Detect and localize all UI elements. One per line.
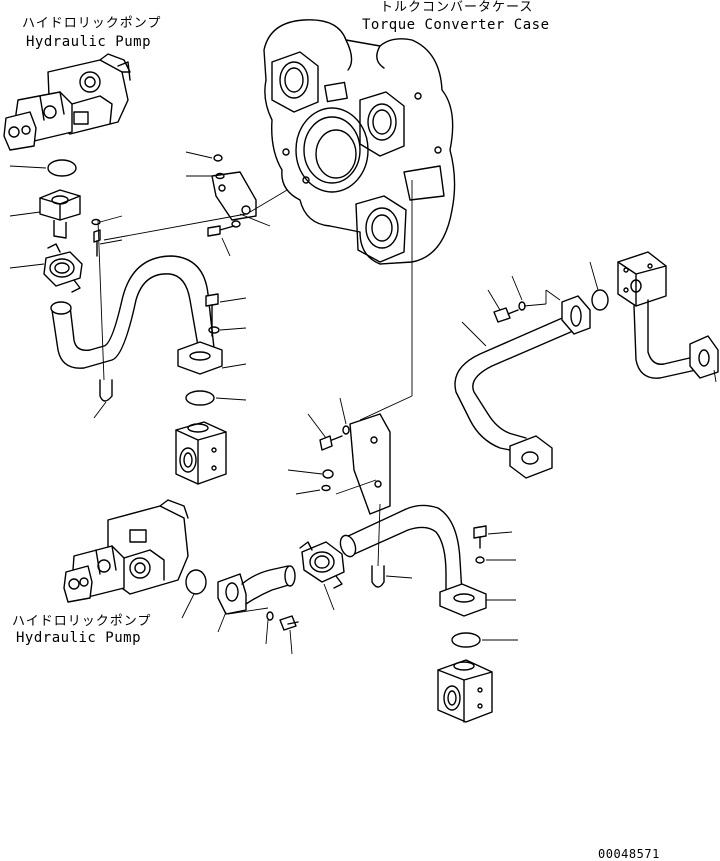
pipe-left (50, 219, 223, 381)
valve-block-center (437, 659, 493, 723)
pump-top-label-en: Hydraulic Pump (26, 34, 151, 50)
bolt-center-pipe (473, 525, 516, 601)
bracket-center (287, 397, 391, 515)
bolt-washer-bottom (265, 611, 299, 655)
bracket-upper (103, 151, 305, 257)
pipe-center (339, 504, 487, 617)
elbow-pipe-bottom (217, 565, 296, 633)
split-flange-bottom (299, 541, 345, 611)
o-ring-center-lower (451, 632, 518, 648)
torque-converter-case (263, 19, 456, 421)
elbow-assembly-far-right (617, 251, 719, 383)
valve-block-left (175, 421, 227, 485)
o-ring-right (589, 261, 609, 311)
drawing-number: 00048571 (598, 847, 660, 861)
case-label-jp: トルクコンバータケース (380, 0, 533, 15)
case-label-en: Torque Converter Case (362, 17, 550, 33)
o-ring-bottom-pump (181, 569, 207, 619)
bolt-washer-top-left (91, 215, 123, 257)
pump-bottom-label-jp: ハイドロリックポンプ (12, 614, 151, 629)
pump-top-label-jp: ハイドロリックポンプ (22, 16, 161, 31)
hydraulic-pump-bottom (63, 499, 189, 603)
u-bolt-center (371, 503, 413, 588)
flange-top-left (9, 189, 81, 239)
pipe-right (454, 289, 591, 479)
u-bolt-left (93, 379, 113, 419)
o-ring-left-lower (185, 390, 247, 406)
hydraulic-pump-top (3, 53, 131, 151)
pump-bottom-label-en: Hydraulic Pump (16, 630, 141, 646)
split-flange-top-left (9, 243, 83, 293)
o-ring-top-left (9, 159, 77, 177)
bolt-left-pipe (205, 293, 247, 369)
bolt-right-pipe (487, 275, 547, 323)
